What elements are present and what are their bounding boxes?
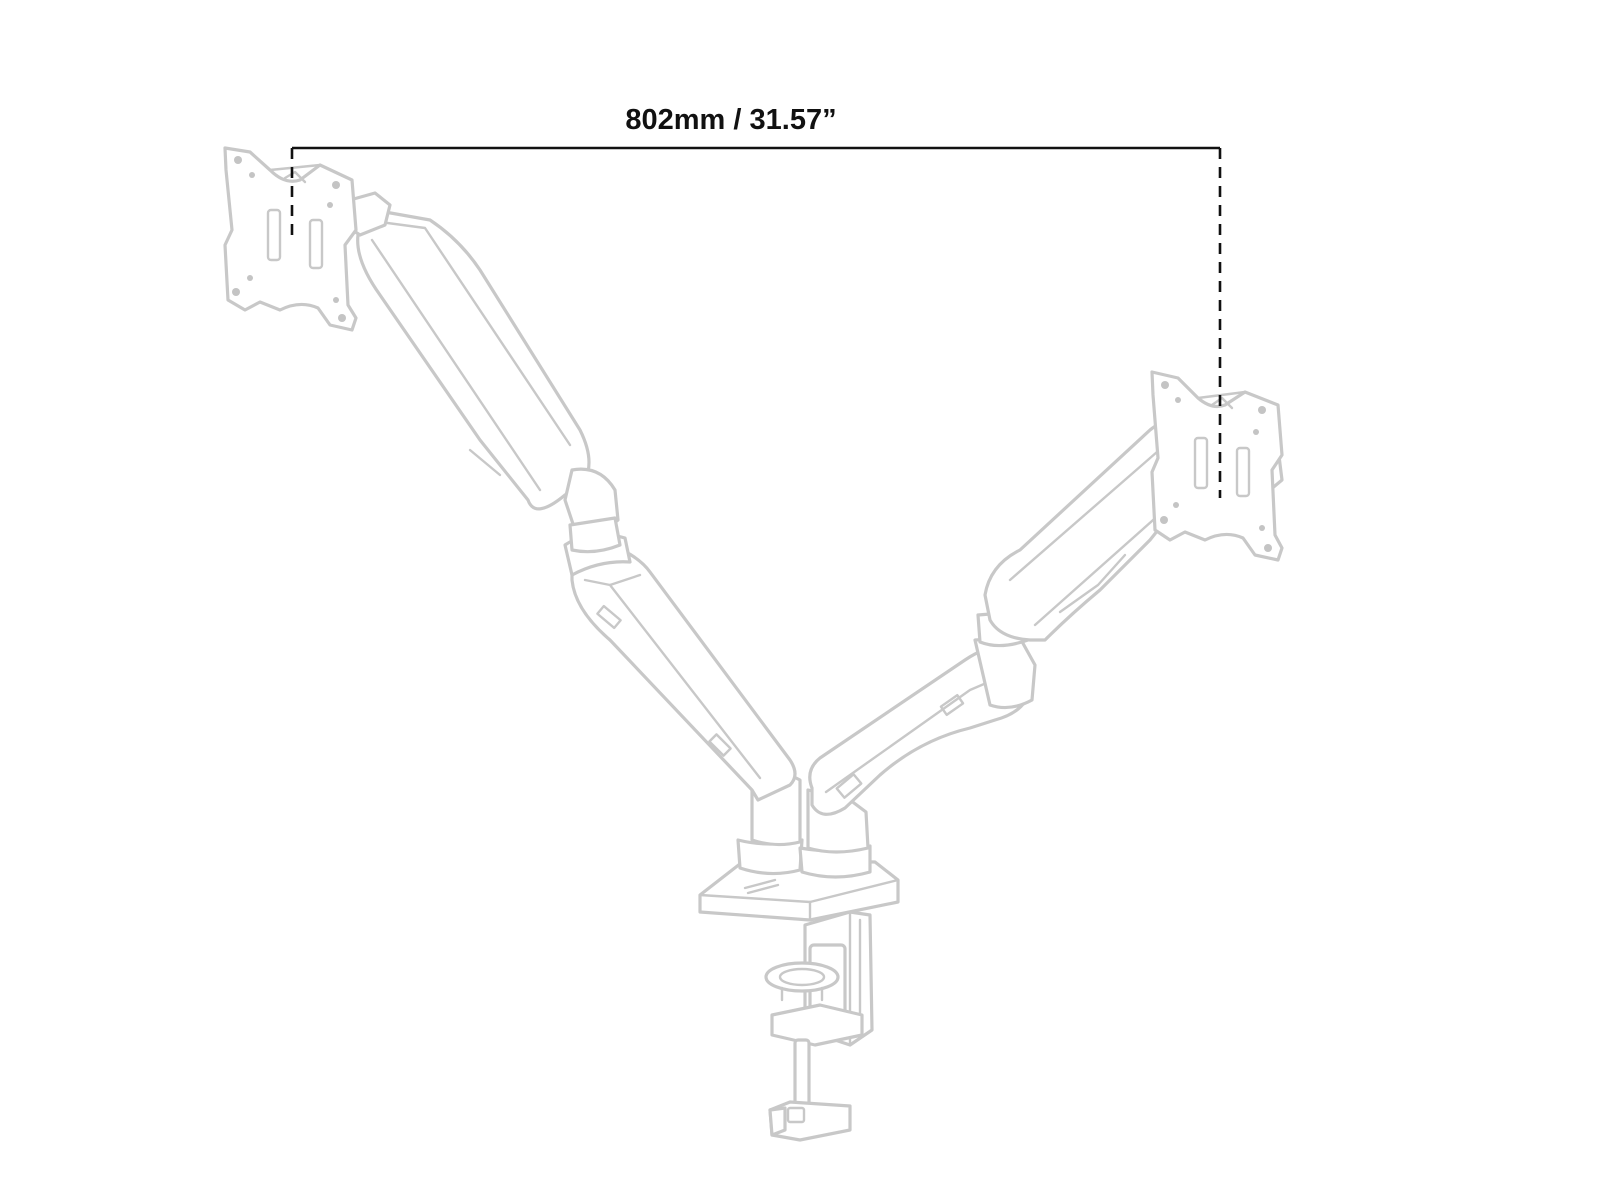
right-vesa-plate <box>1150 370 1284 562</box>
width-dimension: 802mm / 31.57” <box>290 104 1222 498</box>
right-lower-arm <box>808 610 1037 816</box>
pole-collars <box>736 773 872 879</box>
desk-clamp <box>764 910 874 1142</box>
dimension-label: 802mm / 31.57” <box>625 104 836 136</box>
left-upper-arm <box>343 191 622 554</box>
left-vesa-plate <box>223 146 358 332</box>
left-lower-arm <box>563 532 797 802</box>
